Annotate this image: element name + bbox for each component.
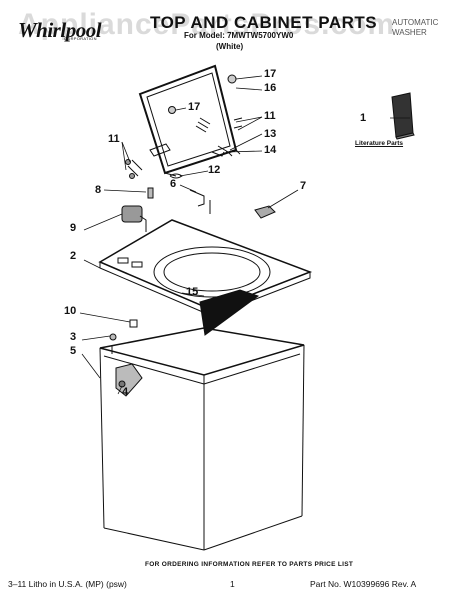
callout-5: 5 (70, 345, 77, 357)
callout-7: 7 (300, 180, 307, 192)
model-line: For Model: 7MWTW5700YW0 (184, 31, 294, 40)
callout-13: 13 (264, 128, 277, 140)
callout-8: 8 (95, 184, 102, 196)
color-line: (White) (216, 42, 244, 51)
small-parts (109, 74, 276, 397)
product-type-line2: WASHER (392, 28, 427, 37)
ordering-note: FOR ORDERING INFORMATION REFER TO PARTS … (145, 561, 354, 568)
seal-wedge (199, 289, 260, 336)
leader-lines (79, 75, 410, 395)
callout-15: 15 (186, 286, 199, 298)
callout-12: 12 (208, 164, 221, 176)
callout-3: 3 (70, 331, 77, 343)
brand-subtitle: CORPORATION (64, 36, 97, 41)
callout-9: 9 (70, 222, 77, 234)
callout-6: 6 (170, 178, 177, 190)
callout-1: 1 (360, 112, 367, 124)
lid-frame (138, 64, 241, 177)
product-type: AUTOMATIC WASHER (392, 18, 438, 38)
part-number: Part No. W10399696 Rev. A (310, 579, 417, 589)
callout-17-right: 17 (264, 68, 277, 80)
callout-11-right: 11 (264, 110, 276, 122)
product-type-line1: AUTOMATIC (392, 18, 439, 27)
callout-10: 10 (64, 305, 77, 317)
brand-logo: Whirlpool (18, 18, 102, 42)
callout-14: 14 (264, 144, 277, 156)
literature-label: Literature Parts (355, 140, 404, 147)
page-number: 1 (230, 579, 235, 589)
callout-2: 2 (70, 250, 77, 262)
litho-line: 3–11 Litho in U.S.A. (MP) (psw) (8, 579, 127, 589)
literature-booklet (391, 92, 415, 140)
callout-4: 4 (122, 386, 129, 398)
cabinet (99, 327, 305, 551)
watermark: AppliancePartsPros.com (18, 8, 396, 41)
callout-17-left: 17 (188, 101, 201, 113)
callout-11-left: 11 (108, 133, 120, 145)
page-title: TOP AND CABINET PARTS (150, 13, 378, 32)
callout-16: 16 (264, 82, 277, 94)
